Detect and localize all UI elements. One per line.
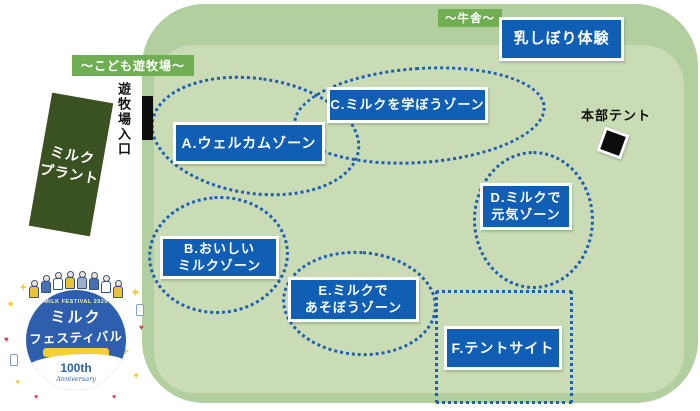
- sparkle-icon: ✦: [130, 285, 141, 300]
- plus-icon: ✚: [20, 283, 27, 292]
- person-icon: [113, 280, 123, 298]
- logo-milk-wave: 100th Anniversary: [26, 354, 126, 390]
- logo-ribbon: [43, 348, 109, 357]
- zone-b-label-line1: B.おいしい: [183, 240, 255, 256]
- logo-title-line2: フェスティバル: [28, 329, 124, 347]
- entrance-gate-marker: [142, 96, 153, 140]
- zone-f-label: F.テントサイト: [451, 339, 555, 356]
- person-icon: [41, 275, 51, 293]
- zone-a-label-box: A.ウェルカムゾーン: [173, 122, 325, 164]
- person-icon: [101, 275, 111, 293]
- crowd-illustration: [14, 271, 138, 298]
- heart-icon: ♥: [139, 323, 144, 332]
- logo-title-line1: ミルク: [50, 309, 102, 326]
- cowshed-tag-label: ～牛舎～: [445, 13, 495, 25]
- logo-badge: MILK FESTIVAL 2025 ミルク フェスティバル 100th Ann…: [26, 290, 126, 390]
- zone-c-label: C.ミルクを学ぼうゾーン: [330, 96, 485, 112]
- milk-bottle-icon: [136, 304, 144, 316]
- zone-c-label-box: C.ミルクを学ぼうゾーン: [327, 87, 488, 123]
- zone-d-outline: [473, 151, 594, 289]
- zone-e-label-line2: あそぼうゾーン: [304, 299, 403, 315]
- person-icon: [89, 272, 99, 290]
- zone-f-outline: [435, 290, 573, 404]
- person-icon: [65, 271, 75, 289]
- logo-100th-text: 100th: [60, 361, 92, 375]
- milk-plant-building: ミルク プラント: [28, 92, 114, 237]
- cowshed-tag: ～牛舎～: [438, 9, 502, 27]
- logo-anniversary-text: Anniversary: [56, 375, 96, 383]
- person-icon: [29, 280, 39, 298]
- zone-d-label-box: D.ミルクで 元気ゾーン: [480, 183, 572, 230]
- milking-experience-label: 乳しぼり体験: [513, 30, 610, 48]
- zone-d-label-line1: D.ミルクで: [490, 189, 562, 205]
- sparkle-icon: ✦: [14, 377, 22, 387]
- milking-experience-box: 乳しぼり体験: [499, 17, 624, 61]
- kids-pasture-tag: ～こども遊牧場～: [72, 55, 195, 76]
- person-icon: [77, 271, 87, 289]
- pasture-entrance-label: 遊牧場入口: [116, 82, 131, 157]
- zone-b-label-line2: ミルクゾーン: [177, 257, 262, 273]
- zone-d-label-line2: 元気ゾーン: [491, 206, 561, 222]
- logo-arc-text: MILK FESTIVAL 2025: [44, 299, 108, 305]
- zone-f-label-box: F.テントサイト: [444, 326, 562, 370]
- milk-bottle-icon: [10, 354, 18, 366]
- heart-icon: ♥: [34, 394, 39, 401]
- zone-e-label-line1: E.ミルクで: [318, 282, 389, 298]
- zone-b-label-box: B.おいしい ミルクゾーン: [160, 236, 279, 279]
- hq-tent-label: 本部テント: [581, 108, 652, 123]
- plus-icon: ✚: [122, 347, 129, 356]
- heart-icon: ♥: [4, 335, 9, 344]
- zone-a-label: A.ウェルカムゾーン: [181, 134, 317, 151]
- sparkle-icon: ✦: [132, 371, 141, 382]
- heart-icon: ♥: [112, 394, 117, 401]
- person-icon: [53, 272, 63, 290]
- zone-e-label-box: E.ミルクで あそぼうゾーン: [288, 277, 419, 322]
- kids-pasture-tag-label: ～こども遊牧場～: [81, 59, 186, 73]
- sparkle-icon: ✦: [6, 299, 16, 311]
- milk-festival-logo: ✦ ✦ ✦ ✦ ♥ ♥ ♥ ♥ ✚ ✚ MILK FESTIVAL 2025 ミ…: [4, 260, 148, 406]
